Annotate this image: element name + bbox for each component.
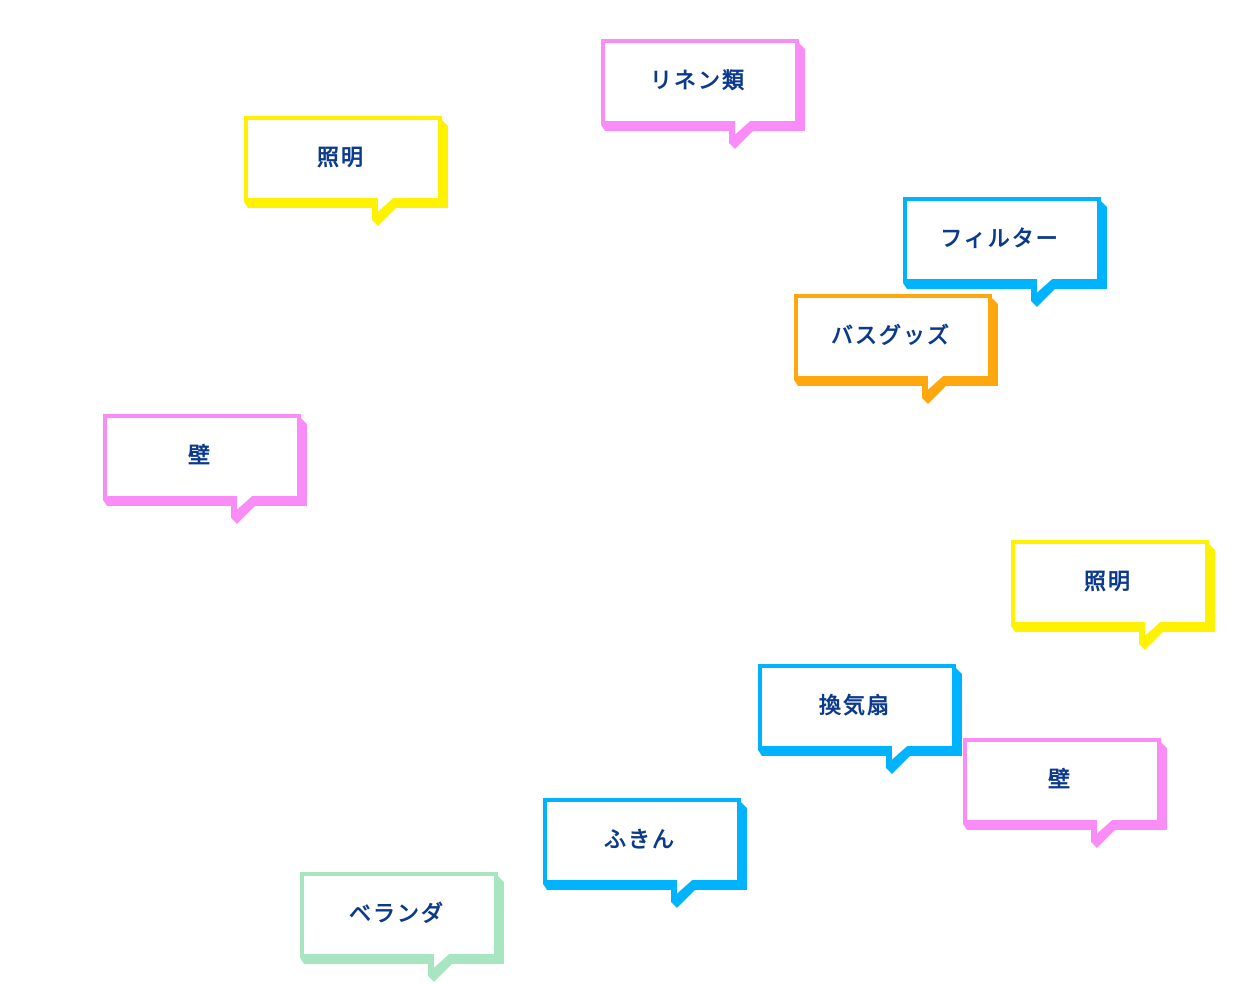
speech-bubble-shape [963, 738, 1167, 848]
speech-bubble-shape [543, 798, 747, 908]
tag-label: バスグッズ [830, 324, 951, 349]
tag-bubble-filter[interactable]: フィルター [903, 197, 1108, 309]
tag-bubble-ventilation-fan[interactable]: 換気扇 [758, 664, 963, 776]
tag-label: 照明 [1083, 570, 1132, 595]
tag-bubble-dishcloth[interactable]: ふきん [543, 798, 748, 910]
speech-bubble-shape [103, 414, 307, 524]
tag-label: リネン類 [649, 69, 746, 94]
tag-bubble-lighting[interactable]: 照明 [1011, 540, 1216, 652]
tag-bubble-balcony[interactable]: ベランダ [300, 872, 505, 984]
speech-bubble-shape [903, 197, 1107, 307]
tag-bubble-lighting[interactable]: 照明 [244, 116, 449, 228]
bubble-body [903, 197, 1101, 302]
bubble-body [244, 116, 442, 221]
tag-bubble-linens[interactable]: リネン類 [601, 39, 806, 151]
bubble-body [543, 798, 741, 903]
tag-label: 壁 [1047, 768, 1072, 793]
speech-bubble-shape [794, 294, 998, 404]
bubble-body [963, 738, 1161, 843]
bubble-body [1011, 540, 1209, 645]
tag-bubble-wall[interactable]: 壁 [103, 414, 308, 526]
bubble-body [601, 39, 799, 144]
tag-label: 照明 [316, 146, 365, 171]
speech-bubble-shape [758, 664, 962, 774]
bubble-body [758, 664, 956, 769]
tag-label: 壁 [187, 444, 212, 469]
tag-label: ふきん [603, 828, 676, 853]
tag-label: ベランダ [348, 902, 445, 927]
tag-bubble-bath-goods[interactable]: バスグッズ [794, 294, 999, 406]
speech-bubble-shape [300, 872, 504, 982]
speech-bubble-shape [601, 39, 805, 149]
tag-label: 換気扇 [818, 694, 891, 719]
tag-bubble-wall[interactable]: 壁 [963, 738, 1168, 850]
tag-label: フィルター [940, 227, 1060, 252]
speech-bubble-shape [244, 116, 448, 226]
bubble-body [103, 414, 301, 519]
bubble-body [300, 872, 498, 977]
bubble-body [794, 294, 992, 399]
speech-bubble-shape [1011, 540, 1215, 650]
